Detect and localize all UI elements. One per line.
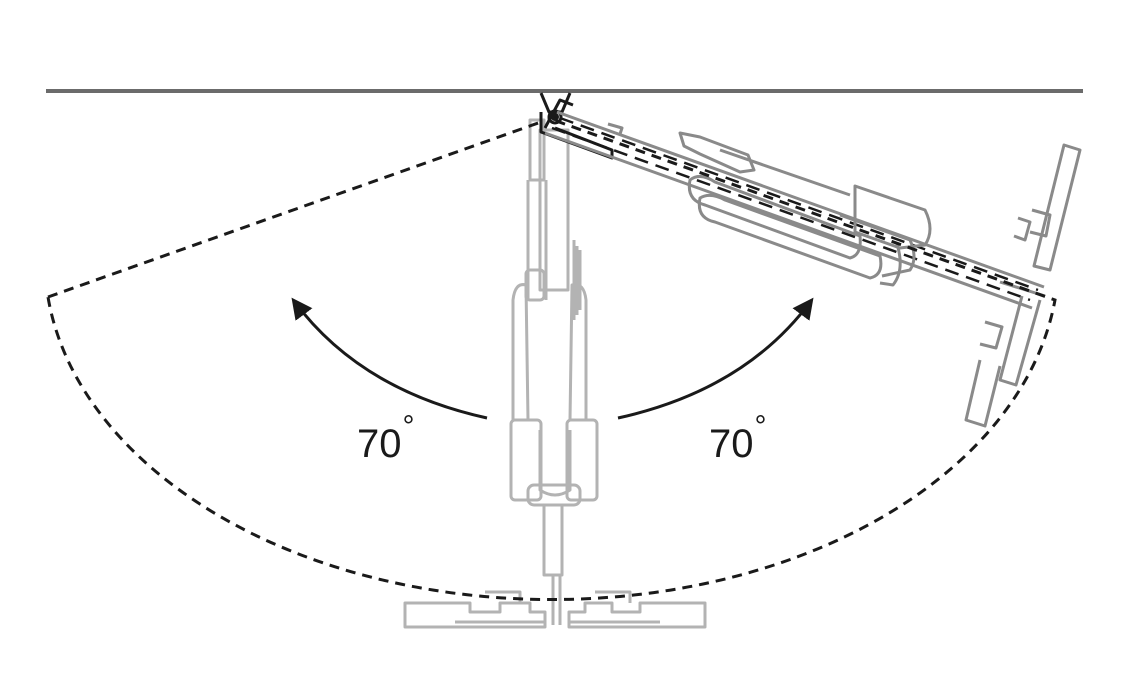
angle-value-left: 70 (357, 422, 402, 466)
angle-value-right: 70 (709, 422, 754, 466)
rotation-arrow-right (617, 297, 814, 420)
angle-label-left: 70° (357, 412, 415, 466)
degree-symbol-left: ° (402, 410, 415, 443)
stand-rotated (544, 110, 1082, 428)
swing-boundary (46, 116, 1057, 601)
rotation-arrow-left (291, 297, 488, 420)
angle-label-right: 70° (709, 412, 767, 466)
stand-vertical (403, 118, 707, 629)
degree-symbol-right: ° (754, 410, 767, 443)
ceiling-hinge (539, 92, 614, 160)
